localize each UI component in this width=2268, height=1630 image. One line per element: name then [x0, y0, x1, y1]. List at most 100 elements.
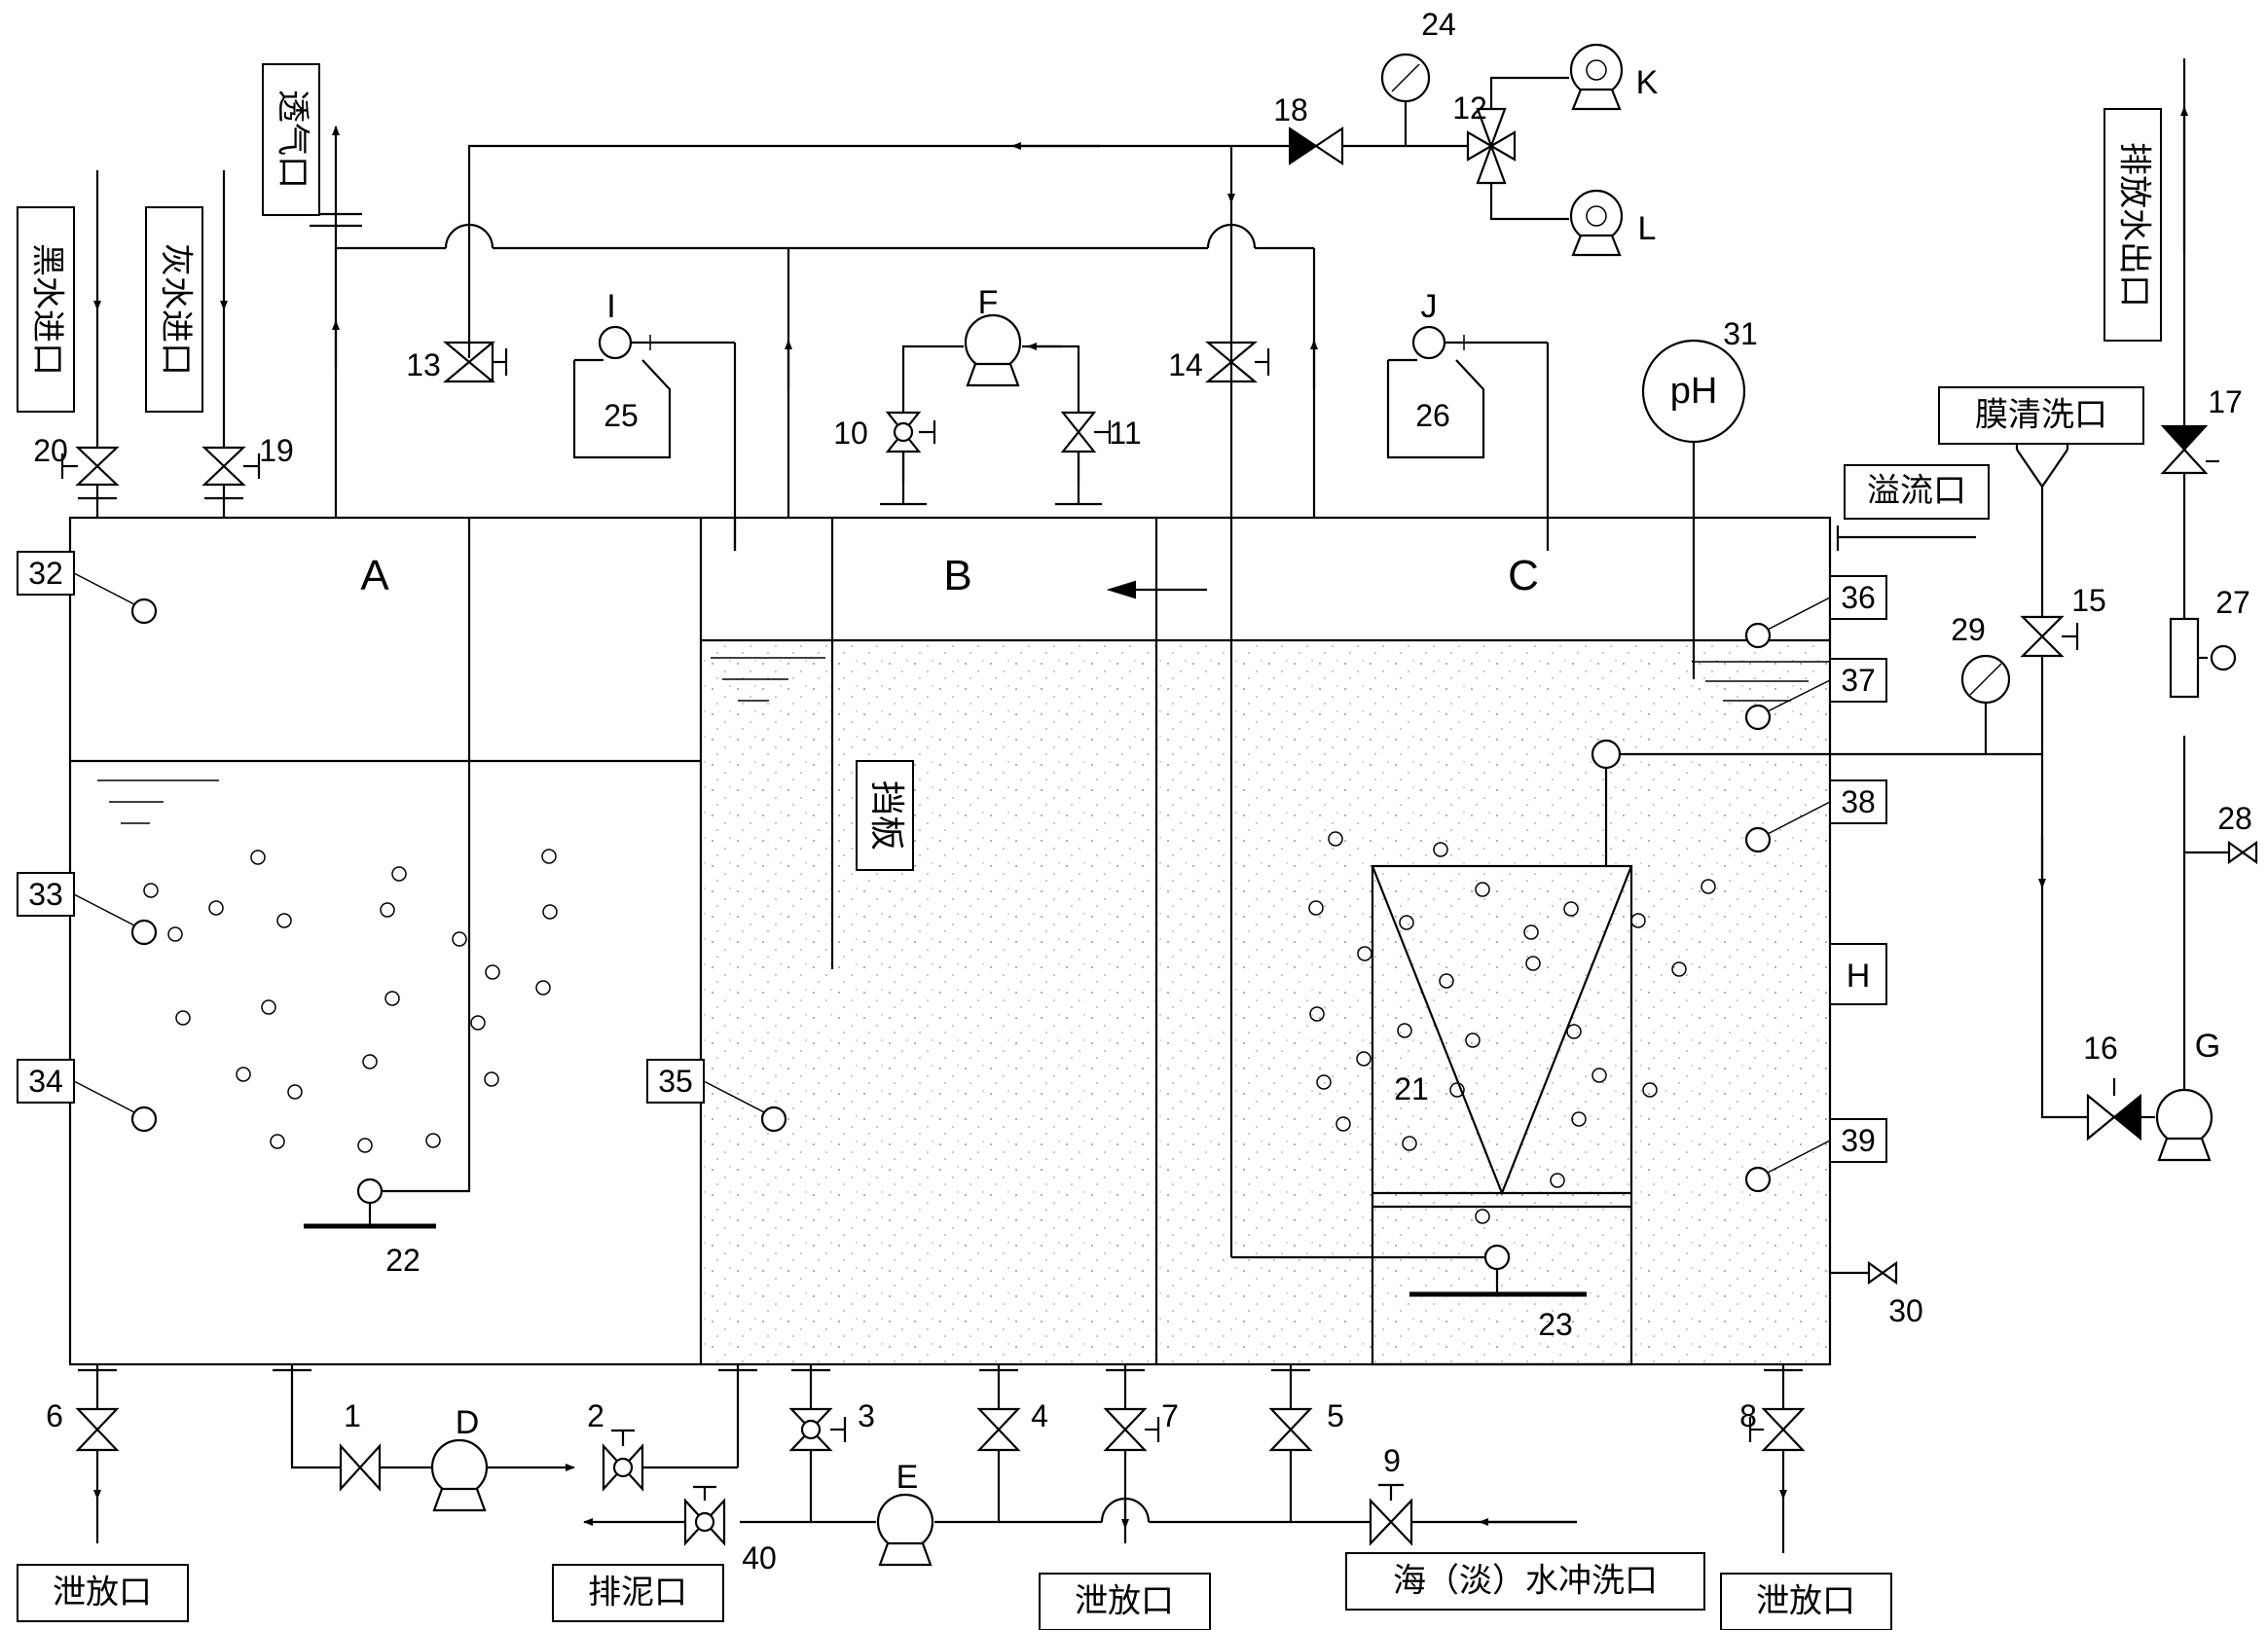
three-way-valve-12[interactable]: [1466, 76, 1569, 221]
zone-c-label: C: [1508, 552, 1539, 599]
dosing-i-label: I: [606, 288, 615, 325]
num-13: 13: [406, 347, 441, 382]
num-23: 23: [1538, 1307, 1573, 1342]
tank-outline: [68, 516, 1832, 1366]
port-drain-right: 泄放口: [1720, 1573, 1892, 1630]
num-17: 17: [2208, 384, 2243, 419]
num-32: 32: [28, 556, 63, 591]
valve-40[interactable]: [683, 1485, 726, 1546]
check-valve-16[interactable]: [2086, 1078, 2155, 1141]
instrument-h-label: H: [1847, 958, 1871, 995]
valve-19[interactable]: [201, 446, 261, 487]
svg-text:黑水进口: 黑水进口: [28, 243, 67, 376]
num-33: 33: [28, 877, 63, 912]
num-34: 34: [28, 1064, 63, 1099]
num-26: 26: [1415, 398, 1450, 433]
sample-valve-28[interactable]: [2227, 840, 2258, 865]
port-blackwater-inlet: 黑水进口: [17, 206, 75, 413]
svg-text:泄放口: 泄放口: [1756, 1582, 1855, 1621]
pump-f[interactable]: [964, 313, 1022, 387]
dosing-tank-25: [572, 325, 737, 551]
valve-6[interactable]: [75, 1407, 120, 1452]
blower-l-label: L: [1638, 210, 1657, 247]
ph-meter: [1641, 339, 1746, 679]
valve-1[interactable]: [339, 1443, 382, 1492]
num-2: 2: [587, 1398, 604, 1433]
num-9: 9: [1383, 1443, 1401, 1478]
zone-b-water: [702, 641, 1155, 1363]
valve-15[interactable]: [2020, 615, 2079, 658]
num-30: 30: [1888, 1293, 1923, 1328]
valve-3[interactable]: [788, 1407, 847, 1452]
num-8: 8: [1739, 1398, 1757, 1433]
valve-14[interactable]: [1204, 341, 1270, 383]
num-25: 25: [604, 398, 639, 433]
b-c-flow-arrow: [1106, 580, 1136, 599]
num-37: 37: [1841, 663, 1876, 698]
num-39: 39: [1841, 1123, 1876, 1158]
transfer-line-a-b: [290, 1364, 740, 1471]
num-3: 3: [858, 1398, 875, 1433]
port-membrane-clean: 膜清洗口: [1938, 386, 2144, 445]
valve-9[interactable]: [1369, 1483, 1413, 1546]
air-main-upper: [467, 142, 1290, 358]
port-vent: 透气口: [262, 63, 320, 216]
valve-4[interactable]: [976, 1407, 1021, 1452]
svg-text:排放水出口: 排放水出口: [2115, 142, 2154, 308]
bubbles-zone-c: [1308, 831, 1716, 1224]
num-7: 7: [1161, 1398, 1179, 1433]
pump-d[interactable]: [430, 1438, 489, 1512]
blower-l[interactable]: [1569, 189, 1624, 257]
blower-k[interactable]: [1569, 43, 1624, 111]
pump-f-label: F: [978, 284, 999, 321]
valve-2[interactable]: [602, 1429, 644, 1492]
zone-c-water: [1157, 641, 1829, 1363]
num-4: 4: [1031, 1398, 1048, 1433]
valve-20[interactable]: [60, 446, 120, 487]
valve-10[interactable]: [885, 411, 936, 504]
svg-text:膜清洗口: 膜清洗口: [1975, 396, 2107, 435]
num-29: 29: [1951, 612, 1986, 647]
svg-text:溢流口: 溢流口: [1867, 472, 1966, 511]
level-sensor-39: [1744, 1118, 1887, 1193]
discharge-line: [2169, 58, 2237, 1090]
flow-meter-27: [2169, 617, 2200, 699]
valve-13[interactable]: [442, 341, 508, 383]
num-6: 6: [46, 1398, 63, 1433]
pump-g[interactable]: [2155, 1088, 2213, 1162]
num-24: 24: [1421, 7, 1456, 42]
level-sensor-35: [646, 1059, 787, 1133]
port-seawater-flush: 海（淡）水冲洗口: [1345, 1552, 1705, 1611]
port-overflow: 溢流口: [1844, 464, 1990, 520]
num-31: 31: [1723, 316, 1758, 351]
port-graywater-inlet: 灰水进口: [145, 206, 203, 413]
instrument-h-box: [1829, 943, 1887, 1005]
zone-a-label: A: [360, 552, 389, 599]
check-valve-18[interactable]: [1289, 126, 1344, 166]
level-sensor-34: [17, 1059, 158, 1133]
pump-e[interactable]: [876, 1493, 934, 1567]
sample-valve-30[interactable]: [1830, 1260, 1898, 1286]
membrane-module-21: [1371, 864, 1633, 1366]
baffle-label-box: [856, 760, 914, 871]
port-drain-left: 泄放口: [17, 1564, 189, 1622]
svg-text:泄放口: 泄放口: [1075, 1582, 1174, 1621]
level-sensor-36: [1744, 575, 1887, 649]
blower-line: [1342, 53, 1468, 148]
ph-label: pH: [1670, 371, 1718, 412]
aerator-23: [1409, 1244, 1587, 1297]
valve-8[interactable]: [1748, 1407, 1806, 1452]
component-numbers: 1 2 3 4 5 6 7 8 9 10 11 12 13 14 15 16 1…: [28, 7, 2252, 1576]
valve-7[interactable]: [1103, 1407, 1160, 1452]
check-valve-17[interactable]: [2160, 425, 2219, 475]
water-level-mark-a: [97, 779, 219, 824]
valve-5[interactable]: [1268, 1407, 1313, 1452]
num-22: 22: [385, 1243, 421, 1278]
suction-pipe: [1591, 432, 2088, 1119]
level-sensor-33: [17, 872, 158, 946]
valve-11[interactable]: [1060, 411, 1112, 504]
svg-text:排泥口: 排泥口: [588, 1574, 687, 1612]
num-14: 14: [1168, 347, 1203, 382]
num-16: 16: [2083, 1031, 2118, 1066]
sludge-header: [583, 1364, 1577, 1543]
